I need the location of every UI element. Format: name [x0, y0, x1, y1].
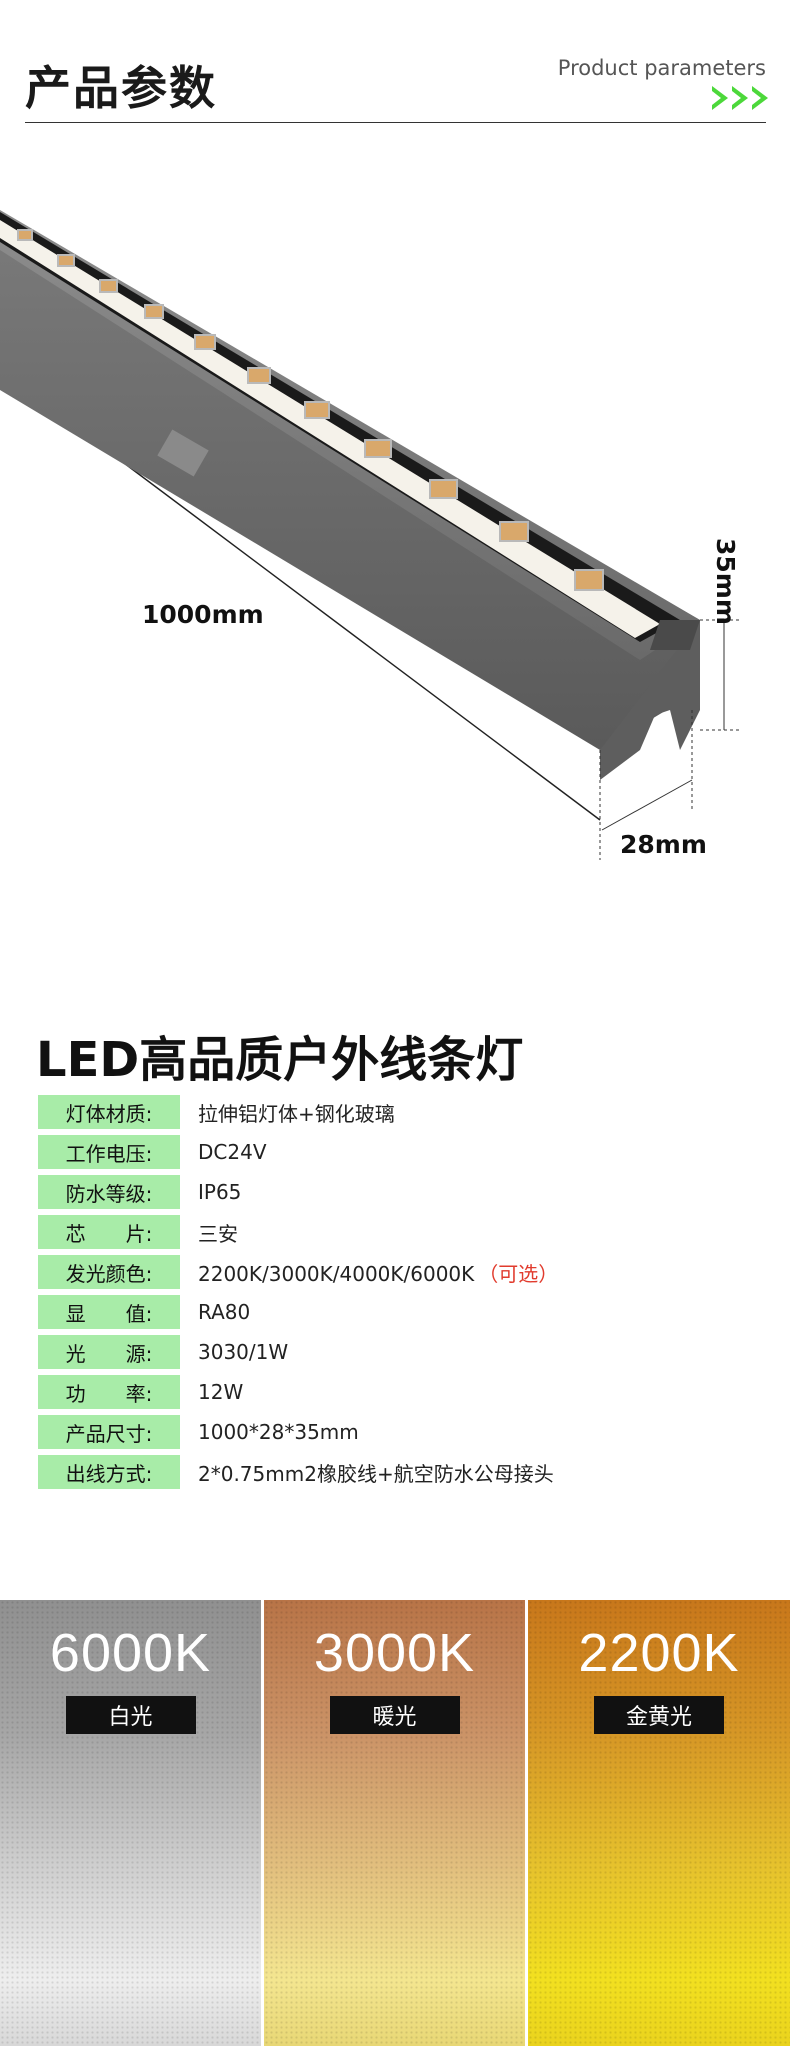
spec-value: IP65 [198, 1180, 242, 1204]
spec-row: 芯 片: 三安 [38, 1212, 758, 1252]
spec-row: 防水等级: IP65 [38, 1172, 758, 1212]
spec-value: DC24V [198, 1140, 267, 1164]
spec-value: 12W [198, 1380, 244, 1404]
led-bar-illustration [0, 210, 740, 860]
swatch-divider [261, 1600, 264, 2046]
section-header: 产品参数 Product parameters [0, 0, 790, 126]
length-dimension: 1000mm [142, 600, 264, 629]
spec-label: 发光颜色: [38, 1255, 180, 1289]
spec-value: 三安 [198, 1221, 238, 1246]
kelvin-label: 6000K [49, 1623, 212, 1683]
spec-value: 3030/1W [198, 1340, 289, 1364]
arrows-icon [712, 86, 768, 110]
color-temperature-swatches: 6000K 白光 3000K 暖光 2200K 金黄光 [0, 1600, 790, 2046]
spec-value: 2200K/3000K/4000K/6000K（可选） [198, 1258, 558, 1287]
spec-label: 灯体材质: [38, 1095, 180, 1129]
light-name-tag: 金黄光 [594, 1696, 724, 1734]
swatch-3000k: 3000K 暖光 [264, 1600, 525, 2046]
spec-label: 防水等级: [38, 1175, 180, 1209]
spec-row: 功 率: 12W [38, 1372, 758, 1412]
spec-value: 拉伸铝灯体+钢化玻璃 [198, 1101, 395, 1126]
section-subtitle: Product parameters [557, 56, 766, 80]
kelvin-label: 2200K [578, 1623, 740, 1683]
height-dimension: 35mm [711, 538, 740, 625]
spec-title: LED高品质户外线条灯 [36, 1032, 524, 1088]
width-dimension: 28mm [620, 830, 707, 859]
spec-label: 出线方式: [38, 1455, 180, 1489]
spec-row: 出线方式: 2*0.75mm2橡胶线+航空防水公母接头 [38, 1452, 758, 1492]
swatch-divider [525, 1600, 528, 2046]
spec-label: 工作电压: [38, 1135, 180, 1169]
swatch-6000k: 6000K 白光 [0, 1600, 261, 2046]
spec-label: 芯 片: [38, 1215, 180, 1249]
spec-row: 工作电压: DC24V [38, 1132, 758, 1172]
spec-row: 发光颜色: 2200K/3000K/4000K/6000K（可选） [38, 1252, 758, 1292]
product-image: 1000mm 35mm 28mm [0, 150, 790, 890]
spec-label: 光 源: [38, 1335, 180, 1369]
light-name-tag: 暖光 [329, 1696, 460, 1734]
kelvin-label: 3000K [313, 1623, 476, 1683]
spec-label: 功 率: [38, 1375, 180, 1409]
spec-value: 2*0.75mm2橡胶线+航空防水公母接头 [198, 1461, 554, 1486]
swatch-2200k: 2200K 金黄光 [528, 1600, 790, 2046]
spec-row: 灯体材质: 拉伸铝灯体+钢化玻璃 [38, 1092, 758, 1132]
spec-row: 产品尺寸: 1000*28*35mm [38, 1412, 758, 1452]
spec-row: 显 值: RA80 [38, 1292, 758, 1332]
header-divider [25, 122, 766, 123]
optional-note: （可选） [478, 1261, 559, 1286]
spec-value-text: 2200K/3000K/4000K/6000K [198, 1261, 475, 1286]
spec-value: RA80 [198, 1300, 251, 1324]
light-name-tag: 白光 [65, 1696, 196, 1734]
spec-table: 灯体材质: 拉伸铝灯体+钢化玻璃 工作电压: DC24V 防水等级: IP65 … [38, 1092, 758, 1492]
section-title: 产品参数 [25, 61, 217, 115]
spec-label: 产品尺寸: [38, 1415, 180, 1449]
spec-value: 1000*28*35mm [198, 1420, 359, 1444]
spec-label: 显 值: [38, 1295, 180, 1329]
spec-row: 光 源: 3030/1W [38, 1332, 758, 1372]
